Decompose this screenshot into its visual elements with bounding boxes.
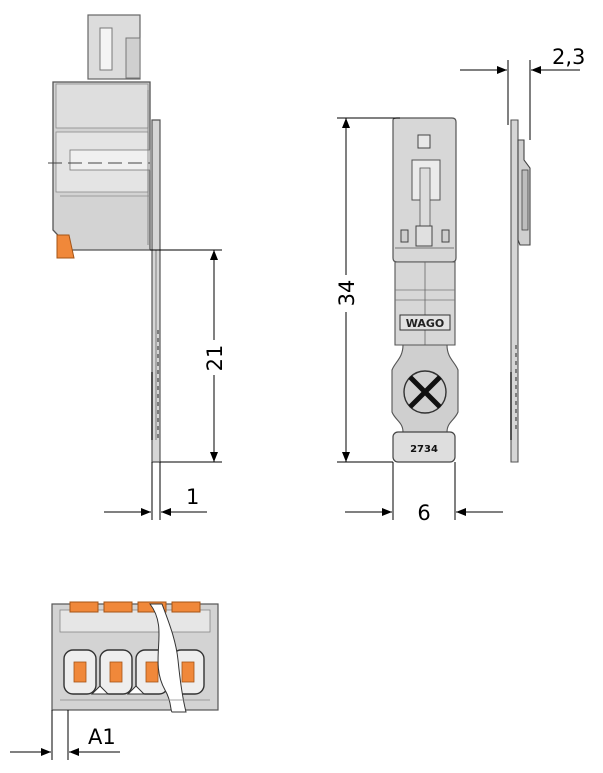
front-view: WAGO 2734 34 6 [335,117,503,525]
dim-21-label: 21 [203,345,227,372]
side-view: 21 1 [48,14,227,520]
release-tab [56,234,75,259]
edge-view: 2,3 [460,45,585,463]
bottom-view: A1 [10,601,219,760]
dim-6-label: 6 [417,501,430,525]
dim-a1-label: A1 [88,725,116,749]
wago-logo-text: WAGO [406,317,445,330]
dim-34-label: 34 [335,280,359,307]
wago-logo [399,314,451,331]
part-number-label: 2734 [410,444,438,455]
marker-plate [392,431,456,463]
dim-1-label: 1 [186,485,199,509]
dim-2-3-label: 2,3 [552,45,585,69]
